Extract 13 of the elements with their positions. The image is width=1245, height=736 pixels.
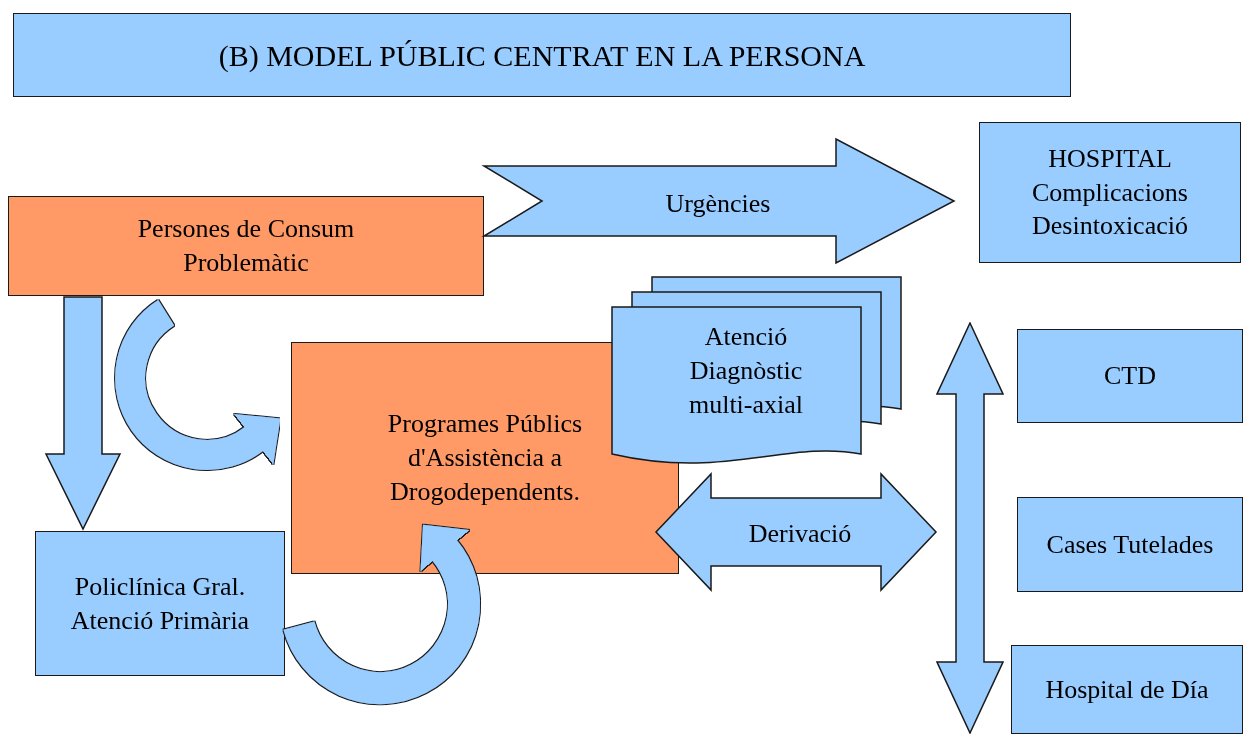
curved-block-arrow [115, 300, 282, 470]
node-label: Persones de Consum Problemàtic [136, 213, 356, 279]
node-label: Programes Públics d'Assistència a Drogodependents. [386, 408, 584, 508]
title-banner: (B) MODEL PÚBLIC CENTRAT EN LA PERSONA [13, 13, 1071, 97]
node-subtext: Complicacions Desintoxicació [1031, 176, 1189, 243]
node-label: HOSPITAL [1048, 142, 1172, 175]
document-label: Atenció Diagnòstic multi-axial [687, 321, 805, 421]
node-label: Cases Tutelades [1046, 528, 1214, 561]
node-label: CTD [1104, 360, 1156, 393]
block-arrow [44, 296, 122, 531]
double-arrow-shape [936, 322, 1004, 734]
node-label: Policlínica Gral. Atenció Primària [69, 570, 251, 637]
node-label: Hospital de Día [1045, 673, 1209, 706]
